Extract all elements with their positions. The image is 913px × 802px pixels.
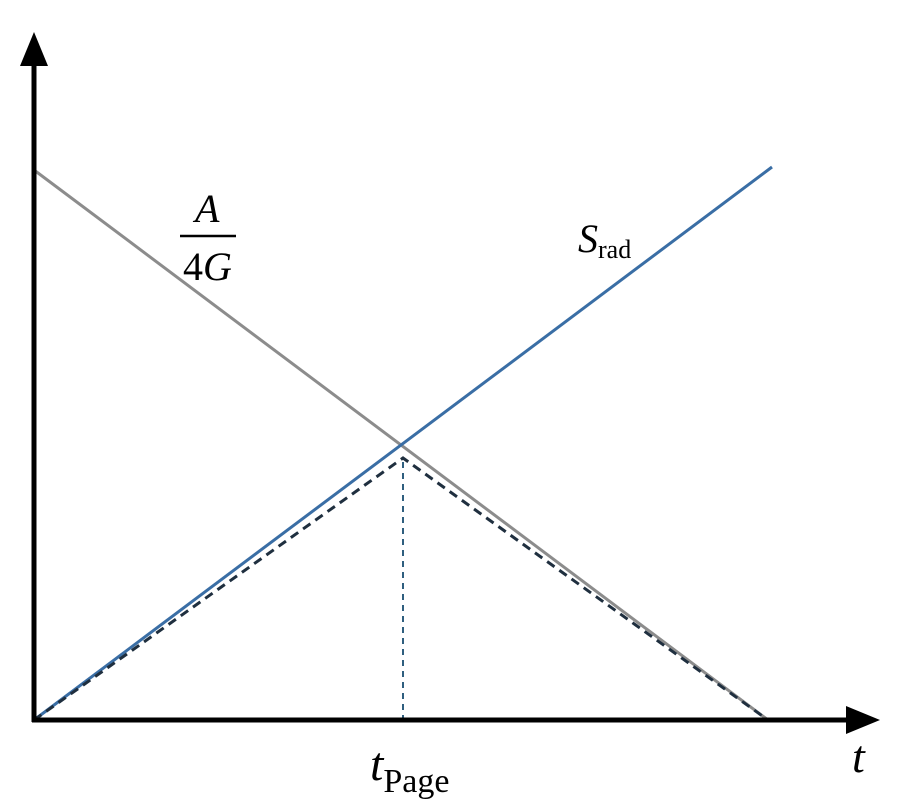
area-label-denominator: 4G (183, 244, 232, 289)
radiation-label-subscript: rad (598, 235, 631, 264)
page-time-label-subscript: Page (383, 763, 449, 800)
area-label-denominator-coefficient: 4 (183, 244, 203, 289)
x-axis-label: t (852, 731, 866, 782)
area-label-denominator-symbol: G (203, 244, 232, 289)
radiation-label-main: S (578, 216, 598, 261)
page-curve (33, 456, 769, 722)
x-axis-arrowhead (846, 706, 880, 734)
y-axis-arrowhead (20, 32, 48, 66)
radiation-label: Srad (578, 216, 631, 264)
page-time-label: tPage (370, 738, 449, 800)
area-label-numerator: A (192, 186, 220, 231)
page-time-label-main: t (370, 738, 385, 791)
radiation-entropy-line (33, 165, 773, 722)
